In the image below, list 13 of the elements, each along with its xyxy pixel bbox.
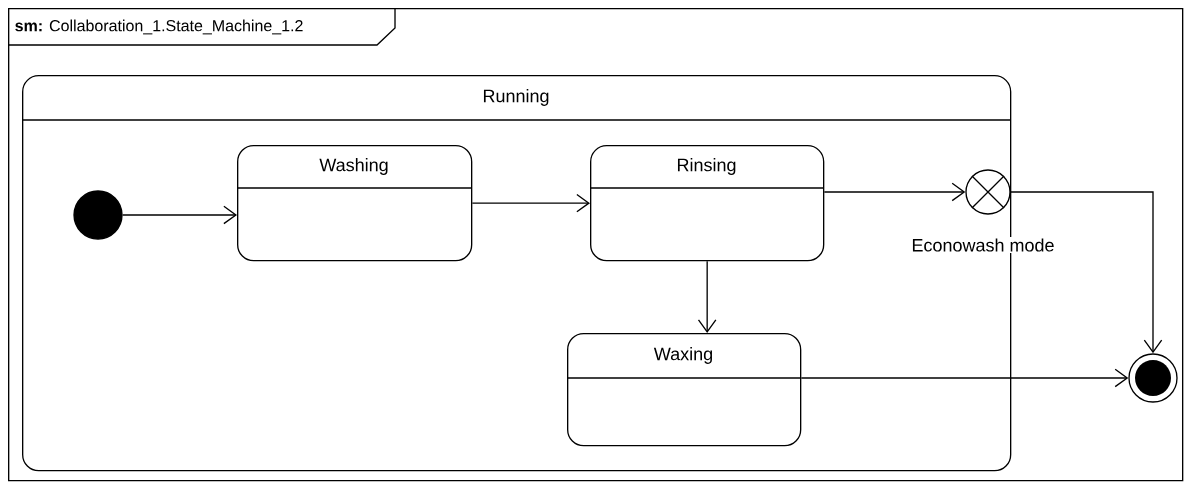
arrow: [823, 182, 966, 202]
arrow: [800, 368, 1129, 388]
arrow: [471, 193, 590, 213]
state-box: Waxing: [566, 333, 802, 447]
state-box: Rinsing: [589, 145, 825, 262]
state-box: Washing: [236, 145, 473, 262]
initial-state: [73, 190, 123, 240]
final-state: [1128, 353, 1178, 403]
arrow: [697, 260, 717, 333]
exit-point: [965, 169, 1011, 215]
node-label: Econowash mode: [910, 237, 1056, 253]
arrow: [1010, 191, 1163, 354]
arrow: [122, 205, 237, 225]
